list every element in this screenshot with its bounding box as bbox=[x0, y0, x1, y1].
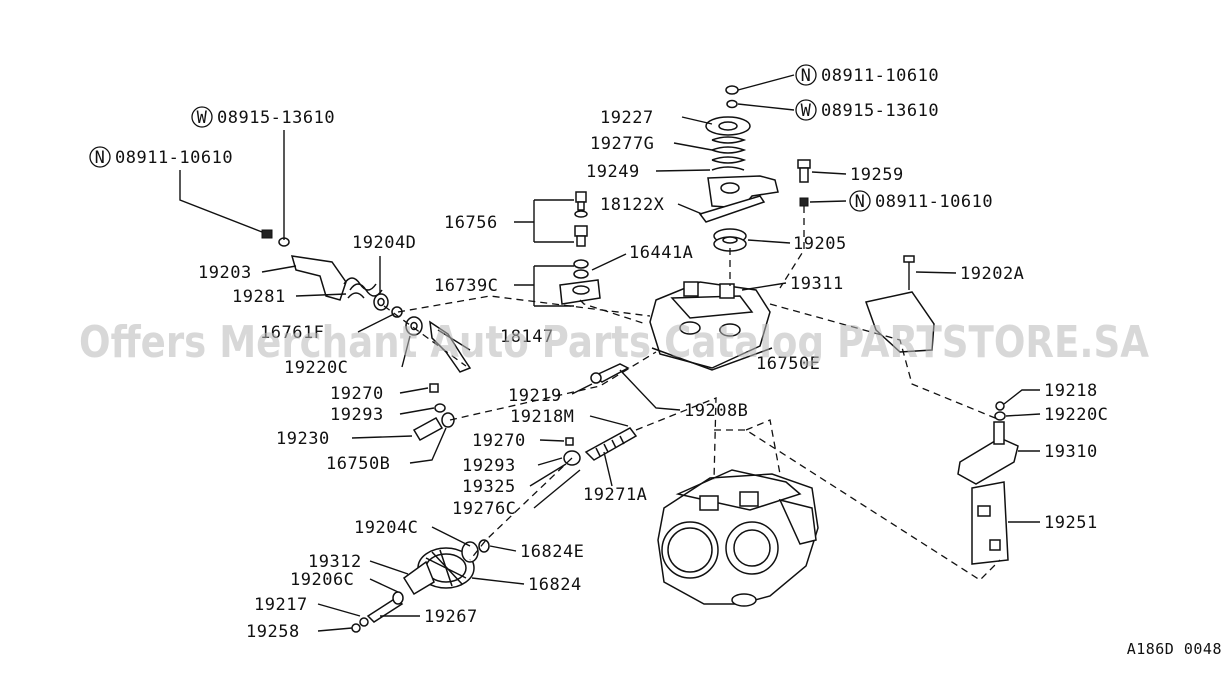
label-19205: 19205 bbox=[793, 234, 847, 254]
nut-under-19259 bbox=[799, 197, 809, 207]
callout-n-left: N 08911-10610 bbox=[89, 146, 233, 168]
part-code: 08915-13610 bbox=[821, 101, 939, 121]
watermark-text: Offers Merchant Auto Parts Catalog PARTS… bbox=[79, 317, 1149, 368]
label-19202A: 19202A bbox=[960, 264, 1024, 284]
part-code: 08911-10610 bbox=[821, 66, 939, 86]
part-16750E-gasket bbox=[651, 347, 773, 371]
label-16750B: 16750B bbox=[326, 454, 390, 474]
label-16750E: 16750E bbox=[756, 354, 820, 374]
callout-letter: W bbox=[801, 101, 812, 121]
part-19249-lever bbox=[698, 175, 779, 223]
part-19230-group bbox=[412, 383, 455, 442]
label-19325: 19325 bbox=[462, 477, 516, 497]
callout-letter: W bbox=[197, 108, 208, 128]
label-19208B: 19208B bbox=[684, 401, 748, 421]
label-19277G: 19277G bbox=[590, 134, 654, 154]
label-19270-top: 19270 bbox=[330, 384, 384, 404]
label-19267: 19267 bbox=[424, 607, 478, 627]
label-18122X: 18122X bbox=[600, 195, 665, 215]
part-labels: 19227 19277G 19249 18122X 19259 19205 16… bbox=[198, 108, 1108, 642]
label-19217: 19217 bbox=[254, 595, 308, 615]
label-19249: 19249 bbox=[586, 162, 640, 182]
part-carburetor-body bbox=[657, 469, 819, 607]
figure-id: A186D 0048 bbox=[1127, 640, 1222, 658]
callout-w-left: W 08915-13610 bbox=[191, 106, 335, 128]
part-19259-bolt bbox=[797, 159, 811, 183]
label-16824E: 16824E bbox=[520, 542, 584, 562]
part-19203-bracket bbox=[261, 229, 347, 301]
label-19276C: 19276C bbox=[452, 499, 516, 519]
label-19271A: 19271A bbox=[583, 485, 647, 505]
part-code: 08911-10610 bbox=[115, 148, 233, 168]
callout-letter: N bbox=[855, 192, 866, 212]
part-19281-spring bbox=[343, 277, 383, 299]
label-19206C: 19206C bbox=[290, 570, 354, 590]
label-19293-top: 19293 bbox=[330, 405, 384, 425]
label-19219: 19219 bbox=[508, 386, 562, 406]
callout-letter: N bbox=[801, 66, 812, 86]
part-code: 08915-13610 bbox=[217, 108, 335, 128]
part-19227-plate bbox=[705, 116, 751, 136]
callout-w-top: W 08915-13610 bbox=[795, 99, 939, 121]
callout-letter: N bbox=[95, 148, 106, 168]
label-19227: 19227 bbox=[600, 108, 654, 128]
label-19293-mid: 19293 bbox=[462, 456, 516, 476]
label-16761F: 16761F bbox=[260, 323, 324, 343]
label-16441A: 16441A bbox=[629, 243, 693, 263]
label-19218: 19218 bbox=[1044, 381, 1098, 401]
part-19311-housing bbox=[649, 281, 771, 369]
part-19202A-bracket bbox=[865, 255, 935, 353]
label-19258: 19258 bbox=[246, 622, 300, 642]
part-19219-screw bbox=[590, 363, 630, 384]
leader-lines bbox=[179, 74, 1041, 632]
top-nut-washer-stack bbox=[725, 85, 739, 109]
label-16739C: 16739C bbox=[434, 276, 498, 296]
part-16739C-group bbox=[559, 259, 601, 305]
label-16756: 16756 bbox=[444, 213, 498, 233]
label-16824: 16824 bbox=[528, 575, 582, 595]
label-19311: 19311 bbox=[790, 274, 844, 294]
label-19204C: 19204C bbox=[354, 518, 418, 538]
label-19220C-right: 19220C bbox=[1044, 405, 1108, 425]
part-code: 08911-10610 bbox=[875, 192, 993, 212]
assembly-guide-lines bbox=[383, 206, 1001, 581]
part-19205-spring bbox=[713, 228, 747, 252]
label-19220C-left: 19220C bbox=[284, 358, 348, 378]
label-19270-mid: 19270 bbox=[472, 431, 526, 451]
label-18147: 18147 bbox=[500, 327, 554, 347]
callout-n-right: N 08911-10610 bbox=[849, 190, 993, 212]
part-19277G-spring bbox=[711, 136, 747, 171]
label-19230: 19230 bbox=[276, 429, 330, 449]
label-19312: 19312 bbox=[308, 552, 362, 572]
part-19312-cover bbox=[402, 560, 435, 596]
label-19218M: 19218M bbox=[510, 407, 574, 427]
part-16756-screws bbox=[574, 191, 588, 247]
part-19217-rod bbox=[351, 591, 404, 633]
part-19271A-group bbox=[563, 427, 638, 466]
label-19310: 19310 bbox=[1044, 442, 1098, 462]
part-19310-group bbox=[957, 401, 1019, 485]
label-19259: 19259 bbox=[850, 165, 904, 185]
label-19203: 19203 bbox=[198, 263, 252, 283]
callout-n-top: N 08911-10610 bbox=[795, 64, 939, 86]
label-19281: 19281 bbox=[232, 287, 286, 307]
part-19251-bracket bbox=[971, 481, 1009, 565]
label-19251: 19251 bbox=[1044, 513, 1098, 533]
label-19204D: 19204D bbox=[352, 233, 416, 253]
